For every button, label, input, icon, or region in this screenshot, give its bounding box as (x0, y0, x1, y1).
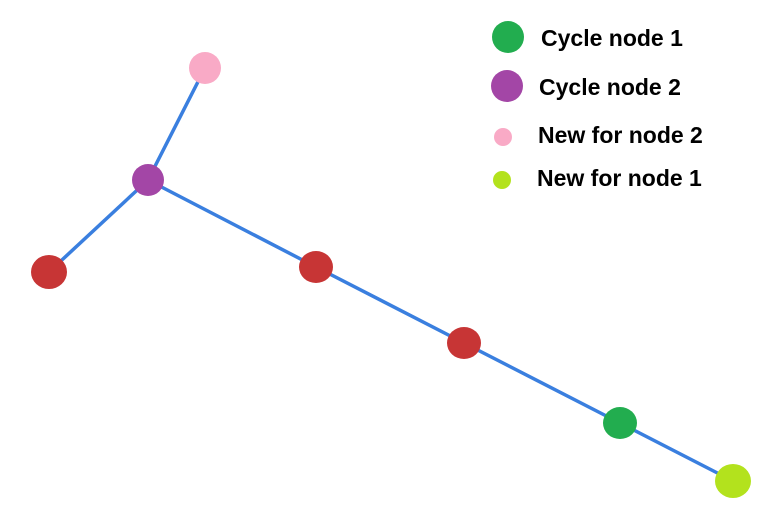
edge-red-1-red-2 (314, 265, 466, 345)
legend-swatch-new-for-node-1 (493, 171, 511, 189)
nodes-layer (31, 52, 751, 498)
legend-label-new-for-node-2: New for node 2 (538, 122, 703, 148)
legend-item-cycle-node-2: Cycle node 2 (491, 70, 681, 102)
legend-label-cycle-node-2: Cycle node 2 (539, 74, 681, 100)
edges-layer (47, 66, 735, 483)
edge-purple-red-left (47, 178, 150, 274)
node-green (603, 407, 637, 439)
legend-swatch-cycle-node-1 (492, 21, 524, 53)
edge-purple-pink (146, 66, 207, 182)
legend-label-cycle-node-1: Cycle node 1 (541, 25, 683, 51)
legend-item-cycle-node-1: Cycle node 1 (492, 21, 683, 53)
legend-swatch-cycle-node-2 (491, 70, 523, 102)
legend-item-new-for-node-2: New for node 2 (494, 122, 703, 148)
node-lime (715, 464, 751, 498)
legend-swatch-new-for-node-2 (494, 128, 512, 146)
legend-label-new-for-node-1: New for node 1 (537, 165, 702, 191)
legend: Cycle node 1 Cycle node 2 New for node 2… (491, 21, 703, 191)
edge-red-2-green (462, 341, 622, 425)
node-purple (132, 164, 164, 196)
node-red-left (31, 255, 67, 289)
node-red-2 (447, 327, 481, 359)
edge-green-lime (618, 421, 735, 483)
edge-purple-red-1 (146, 178, 318, 269)
node-red-1 (299, 251, 333, 283)
legend-item-new-for-node-1: New for node 1 (493, 165, 702, 191)
node-pink (189, 52, 221, 84)
